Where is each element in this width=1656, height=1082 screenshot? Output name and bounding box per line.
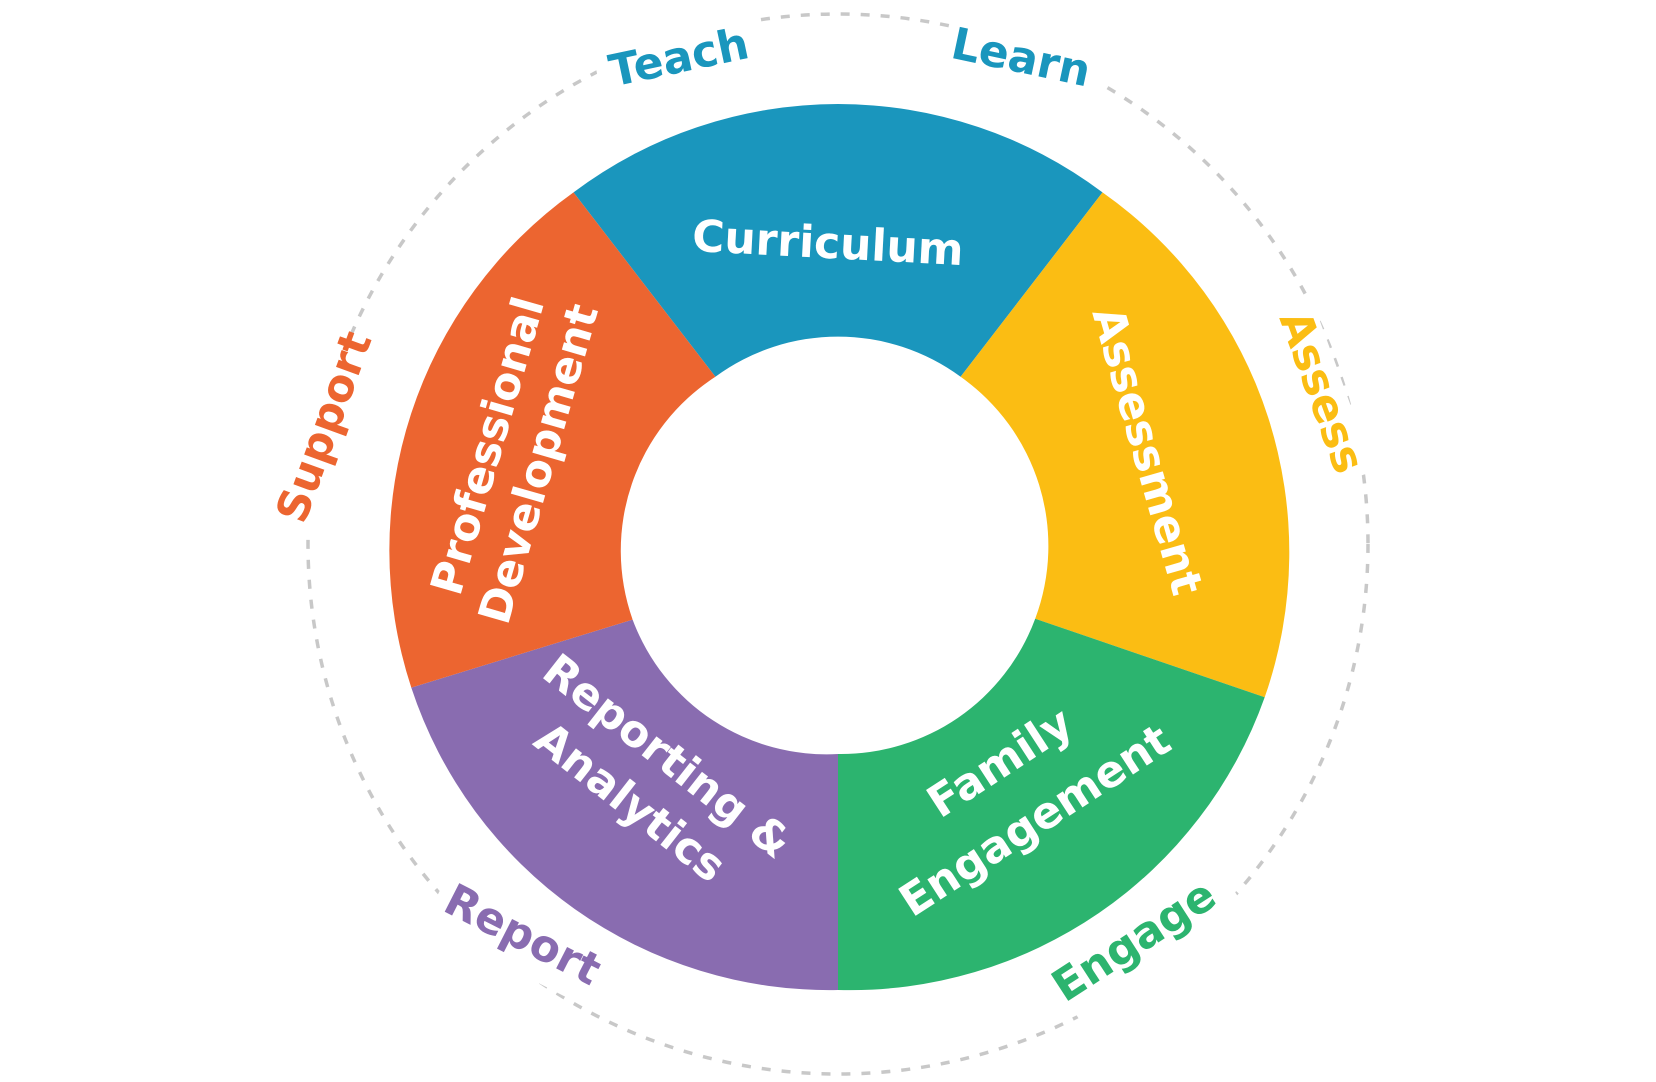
ring-segments (389, 104, 1290, 991)
segment-reporting-analytics[interactable] (411, 619, 838, 991)
segment-professional-development[interactable] (389, 192, 716, 688)
dashed-outer-ring (306, 12, 1370, 1076)
outer-label-masks (249, 1, 1375, 1024)
segment-family-engagement[interactable] (838, 618, 1265, 991)
segment-curriculum[interactable] (573, 104, 1103, 377)
segment-assessment[interactable] (960, 192, 1290, 698)
